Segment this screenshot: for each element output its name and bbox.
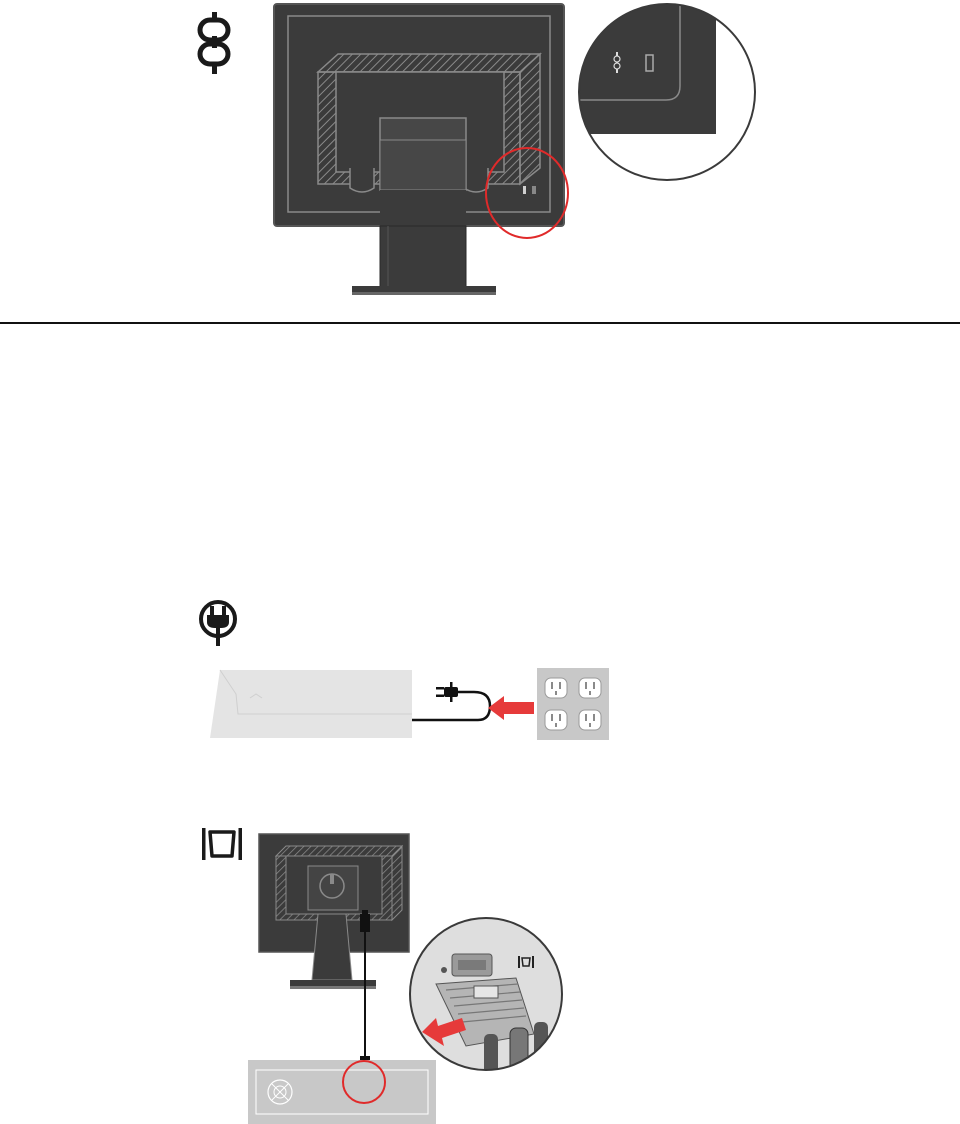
lock-section bbox=[0, 0, 960, 300]
video-section bbox=[0, 820, 960, 1105]
power-plug-icon bbox=[197, 598, 239, 648]
device-body bbox=[210, 670, 412, 738]
security-slot-highlight bbox=[484, 146, 572, 240]
vga-port-highlight bbox=[340, 1058, 388, 1106]
insert-arrow bbox=[488, 696, 534, 720]
power-section bbox=[0, 596, 960, 746]
lock-chain-icon bbox=[197, 12, 231, 76]
power-cord bbox=[408, 678, 498, 728]
vga-connector-callout bbox=[406, 914, 566, 1074]
security-slot-callout bbox=[576, 0, 758, 186]
vga-connector-icon bbox=[202, 828, 242, 860]
monitor-rear-video bbox=[256, 830, 412, 1000]
section-divider bbox=[0, 322, 960, 324]
wall-outlet bbox=[537, 668, 609, 740]
